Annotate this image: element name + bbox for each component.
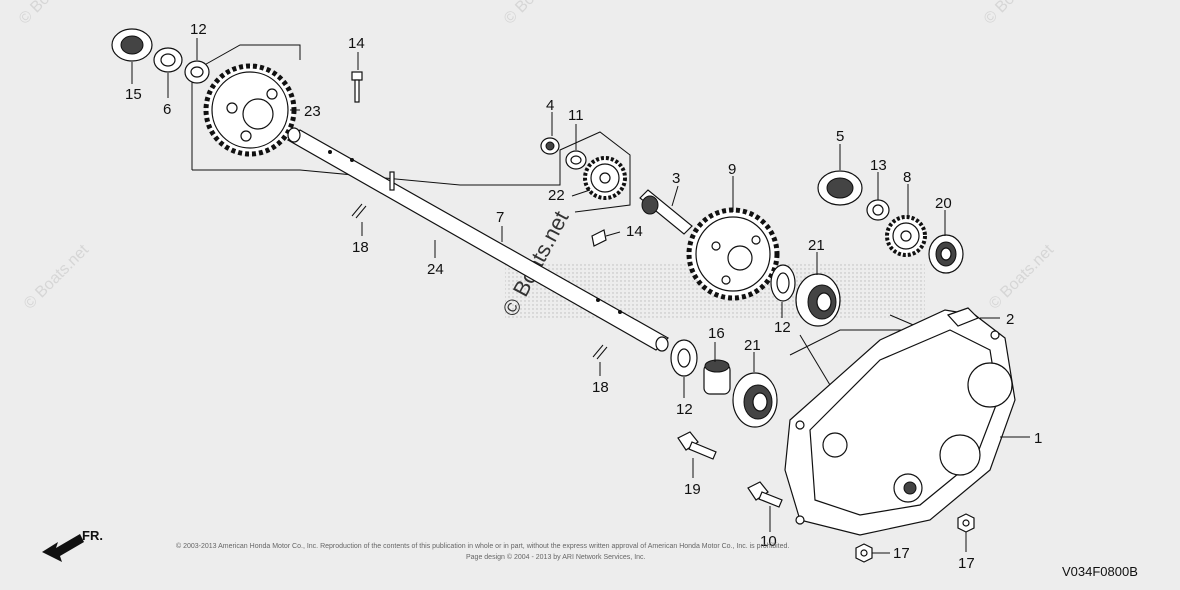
callout-15: 15 [125,86,142,103]
watermark-top-center: © Boats.net [501,0,573,28]
callout-12-top: 12 [190,21,207,38]
callout-18-right: 18 [592,379,609,396]
callout-14-top: 14 [348,35,365,52]
callout-6: 6 [163,101,171,118]
part-6-washer[interactable] [153,47,183,73]
callout-7: 7 [496,209,504,226]
callout-labels: 12 15 6 23 14 4 11 22 14 3 9 5 13 8 20 2… [125,21,1042,572]
part-14-pin-top[interactable] [351,71,363,103]
watermark-top-left: © Boats.net [16,0,88,28]
part-15-seal[interactable] [111,28,153,62]
diagram-code: V034F0800B [1062,564,1138,579]
part-11-washer[interactable] [565,150,587,170]
part-16-collar[interactable] [703,359,731,395]
part-3-pinion-shaft[interactable] [639,189,693,235]
callout-2: 2 [1006,311,1014,328]
part-24-shaft[interactable] [286,127,669,352]
callout-8: 8 [903,169,911,186]
part-12-washer-top[interactable] [184,60,210,84]
part-8-gear[interactable] [885,215,927,257]
front-direction-arrow: FR. [42,528,103,562]
part-19-bolt[interactable] [677,431,717,460]
callout-1: 1 [1034,430,1042,447]
assembly-outline-gear [191,44,301,170]
assembly-outline-case [789,314,926,356]
watermark-top-right: © Boats.net [981,0,1053,28]
callout-12-lower: 12 [676,401,693,418]
callout-4: 4 [546,97,554,114]
callout-14-lower: 14 [626,223,643,240]
part-14-key[interactable] [591,229,607,247]
part-21-bearing-right[interactable] [795,273,841,327]
watermark-mid-right: © Boats.net [986,241,1058,313]
callout-9: 9 [728,161,736,178]
callout-20: 20 [935,195,952,212]
copyright-line-2: Page design © 2004 - 2013 by ARI Network… [466,553,646,561]
part-2-gasket[interactable] [946,307,980,327]
part-17-nut-left[interactable] [855,543,873,563]
part-5-seal[interactable] [817,170,863,206]
part-12-washer-lower[interactable] [670,339,698,377]
callout-13: 13 [870,157,887,174]
part-10-bolt[interactable] [747,481,783,508]
callout-23: 23 [304,103,321,120]
callout-18-left: 18 [352,239,369,256]
callout-24: 24 [427,261,444,278]
callout-5: 5 [836,128,844,145]
callout-22: 22 [548,187,565,204]
part-4-collar[interactable] [540,137,560,155]
part-9-gear[interactable] [686,207,780,301]
part-23-gear[interactable] [203,63,297,157]
part-13-washer[interactable] [866,199,890,221]
leader-lines [131,38,1030,554]
callout-19: 19 [684,481,701,498]
assembly-outline-case-2 [799,334,831,386]
callout-21-right: 21 [808,237,825,254]
callout-10: 10 [760,533,777,550]
part-22-gear[interactable] [583,156,627,200]
part-1-gear-case[interactable] [784,309,1016,536]
part-20-bearing[interactable] [928,234,964,274]
part-17-nut-right[interactable] [957,513,975,533]
copyright-line-1: © 2003-2013 American Honda Motor Co., In… [176,542,789,550]
direction-label: FR. [82,528,103,543]
watermark-mid-left: © Boats.net [21,241,93,313]
part-21-bearing-lower[interactable] [732,372,778,428]
part-18-clip-left[interactable] [351,203,367,219]
callout-17-left: 17 [893,545,910,562]
part-12-washer-mid[interactable] [770,264,796,302]
part-18-clip-right[interactable] [592,344,608,360]
callout-21-lower: 21 [744,337,761,354]
callout-11: 11 [568,107,584,124]
callout-17-right: 17 [958,555,975,572]
callout-12-mid: 12 [774,319,791,336]
callout-3: 3 [672,170,680,187]
callout-16: 16 [708,325,725,342]
